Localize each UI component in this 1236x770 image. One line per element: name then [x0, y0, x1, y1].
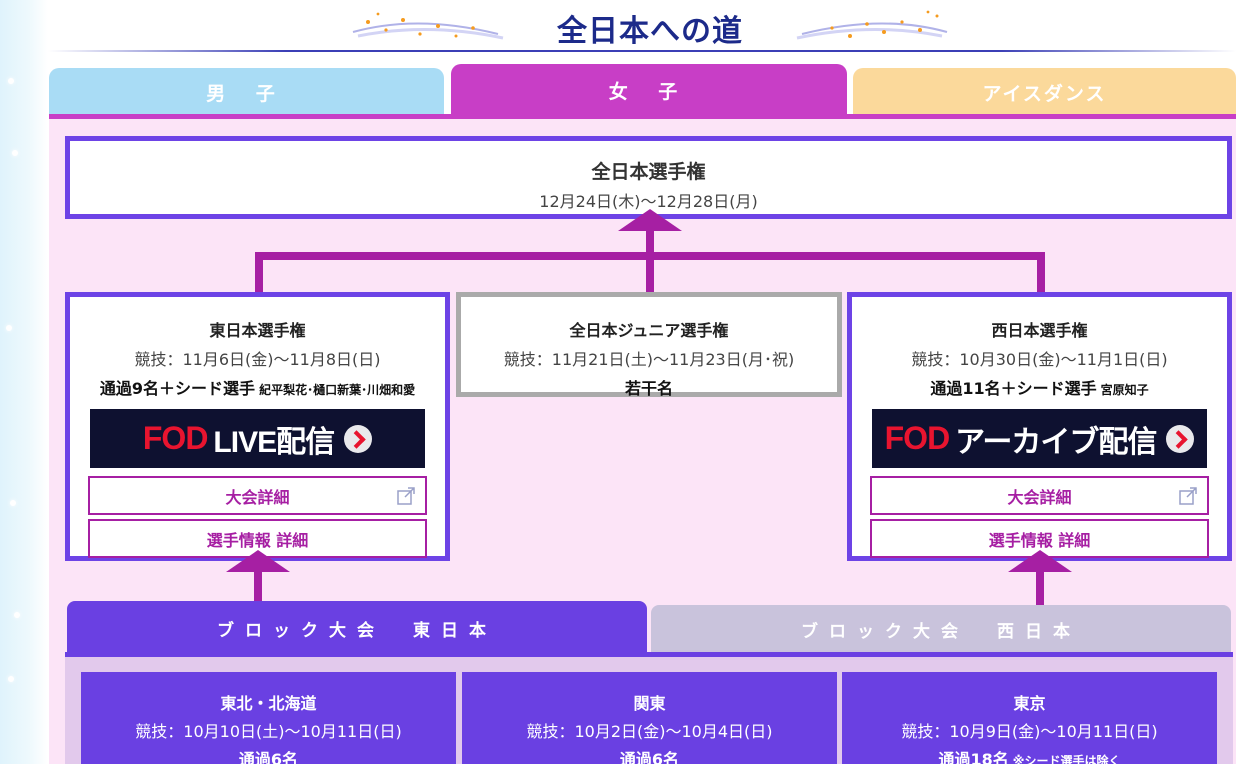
chevron-right-icon: [1166, 424, 1195, 453]
block-tab-underline: [65, 652, 1233, 657]
junior-championship-box: 全日本ジュニア選手権 競技：11月21日(土)〜11月23日(月･祝) 若干名: [456, 292, 842, 398]
fod-banner-text: アーカイブ配信: [955, 425, 1157, 459]
tab-ice-dance[interactable]: アイスダンス: [853, 68, 1236, 116]
arrow-up-icon: [1008, 550, 1072, 572]
national-title: 全日本選手権: [591, 161, 706, 183]
west-player-label: 選手情報 詳細: [988, 530, 1091, 550]
tab-block-west[interactable]: ブロック大会 西日本: [651, 605, 1231, 653]
block-date: 競技：10月9日(金)〜10月11日(日): [901, 722, 1158, 741]
east-championship-box: 東日本選手権 競技：11月6日(金)〜11月8日(日) 通過9名＋シード選手紀平…: [65, 292, 450, 561]
connector-west-block: [1036, 572, 1044, 605]
arrow-up-icon: [618, 209, 682, 231]
fod-archive-banner[interactable]: FOD アーカイブ配信: [872, 409, 1207, 468]
block-pass: 通過18名: [938, 750, 1009, 769]
sparkle-icon: [352, 12, 504, 40]
block-note: ※シード選手は除く: [1012, 754, 1121, 768]
page-header: 全日本への道: [340, 0, 960, 50]
connector-vertical-west: [1037, 252, 1045, 294]
block-card-tohoku-hokkaido: 東北・北海道 競技：10月10日(土)〜10月11日(日) 通過6名: [81, 672, 456, 769]
title-divider: [48, 50, 1236, 52]
block-card-tokyo: 東京 競技：10月9日(金)〜10月11日(日) 通過18名※シード選手は除く: [842, 672, 1217, 769]
connector-east-block: [254, 572, 262, 602]
east-seed-players: 紀平梨花･樋口新葉･川畑和愛: [259, 383, 416, 397]
block-card-kanto: 関東 競技：10月2日(金)〜10月4日(日) 通過6名: [462, 672, 837, 769]
west-date: 競技：10月30日(金)〜11月1日(日): [911, 350, 1168, 369]
block-date: 競技：10月10日(土)〜10月11日(日): [135, 722, 402, 741]
west-detail-label: 大会詳細: [1007, 487, 1072, 507]
east-pass-count: 通過9名＋シード選手: [99, 379, 256, 398]
page-title: 全日本への道: [557, 14, 743, 49]
block-pass: 通過6名: [238, 750, 299, 769]
connector-vertical-center: [646, 225, 654, 295]
west-pass-info: 通過11名＋シード選手宮原知子: [852, 375, 1227, 399]
east-detail-label: 大会詳細: [225, 487, 290, 507]
west-detail-button[interactable]: 大会詳細: [870, 476, 1209, 515]
block-name: 関東: [633, 694, 666, 713]
connector-vertical-east: [255, 252, 263, 294]
sparkle-icon: [796, 10, 948, 40]
block-pass: 通過6名: [619, 750, 680, 769]
external-link-icon: [1179, 487, 1197, 505]
tab-block-east[interactable]: ブロック大会 東日本: [67, 601, 647, 655]
tab-men[interactable]: 男 子: [49, 68, 444, 116]
junior-title: 全日本ジュニア選手権: [569, 321, 729, 340]
fod-banner-text: LIVE配信: [213, 425, 335, 459]
tab-underline: [49, 114, 1236, 119]
connector-horizontal: [255, 252, 1045, 260]
tab-women[interactable]: 女 子: [451, 64, 847, 116]
west-seed-players: 宮原知子: [1100, 383, 1149, 397]
block-pass-info: 通過18名※シード選手は除く: [842, 746, 1217, 770]
background-decoration: [0, 0, 48, 764]
national-date: 12月24日(木)〜12月28日(月): [539, 192, 758, 211]
fod-logo: FOD: [884, 420, 951, 456]
west-player-button[interactable]: 選手情報 詳細: [870, 519, 1209, 558]
block-name: 東北・北海道: [220, 694, 317, 713]
junior-pass-info: 若干名: [624, 379, 673, 398]
east-title: 東日本選手権: [209, 321, 306, 340]
east-player-label: 選手情報 詳細: [206, 530, 309, 550]
block-date: 競技：10月2日(金)〜10月4日(日): [526, 722, 773, 741]
national-championship-box: 全日本選手権 12月24日(木)〜12月28日(月): [65, 136, 1232, 219]
arrow-up-icon: [226, 550, 290, 572]
chevron-right-icon: [344, 424, 373, 453]
external-link-icon: [397, 487, 415, 505]
east-pass-info: 通過9名＋シード選手紀平梨花･樋口新葉･川畑和愛: [70, 375, 445, 399]
east-date: 競技：11月6日(金)〜11月8日(日): [134, 350, 381, 369]
fod-logo: FOD: [142, 420, 209, 456]
junior-date: 競技：11月21日(土)〜11月23日(月･祝): [503, 350, 795, 369]
west-pass-count: 通過11名＋シード選手: [930, 379, 1097, 398]
east-detail-button[interactable]: 大会詳細: [88, 476, 427, 515]
west-championship-box: 西日本選手権 競技：10月30日(金)〜11月1日(日) 通過11名＋シード選手…: [847, 292, 1232, 561]
west-title: 西日本選手権: [991, 321, 1088, 340]
block-name: 東京: [1013, 694, 1046, 713]
fod-live-banner[interactable]: FOD LIVE配信: [90, 409, 425, 468]
